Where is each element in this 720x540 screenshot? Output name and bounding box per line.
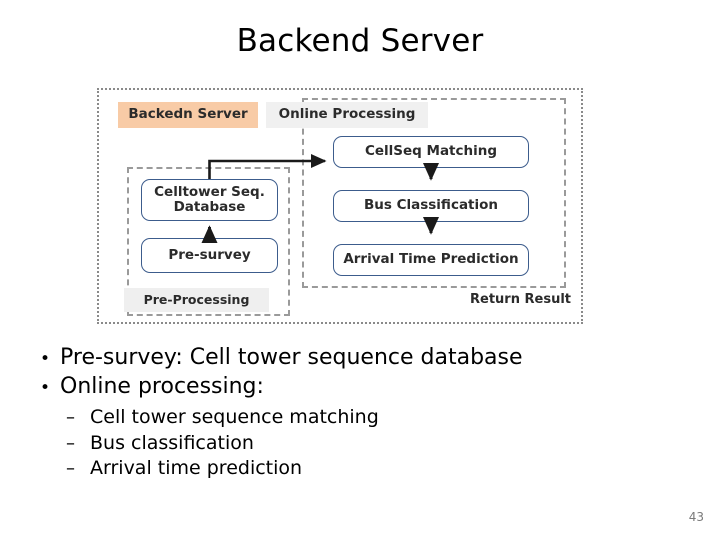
return-result-label: Return Result [470, 291, 571, 307]
db-label-line1: Celltower Seq. [154, 183, 265, 200]
online-processing-region [302, 98, 566, 288]
bullet-item-presurvey: • Pre-survey: Cell tower sequence databa… [36, 344, 676, 372]
page-title: Backend Server [236, 23, 484, 59]
arrival-time-prediction-box: Arrival Time Prediction [333, 244, 529, 276]
sub-bullet-list: – Cell tower sequence matching – Bus cla… [36, 405, 676, 481]
pre-processing-label: Pre-Processing [124, 288, 269, 312]
sub-bullet-item-prediction: – Arrival time prediction [36, 456, 676, 481]
bullet-marker: • [40, 378, 51, 399]
sub-bullet-item-matching: – Cell tower sequence matching [36, 405, 676, 430]
cellseq-matching-box: CellSeq Matching [333, 136, 529, 168]
pre-survey-box: Pre-survey [141, 238, 278, 273]
sub-bullet-text: Cell tower sequence matching [90, 406, 379, 429]
sub-bullet-text: Arrival time prediction [90, 456, 303, 479]
bullet-list: • Pre-survey: Cell tower sequence databa… [36, 344, 676, 481]
bullet-text: Pre-survey: Cell tower sequence database [60, 345, 523, 370]
bullet-marker: • [40, 349, 51, 369]
architecture-diagram: Backedn Server Online Processing Pre-Pro… [97, 88, 583, 324]
sub-bullet-item-classification: – Bus classification [36, 431, 676, 456]
bullet-text: Online processing: [60, 374, 264, 400]
online-processing-label: Online Processing [266, 102, 428, 128]
sub-bullet-text: Bus classification [90, 431, 254, 454]
bullet-item-online-processing: • Online processing: [36, 373, 676, 401]
sub-bullet-marker: – [66, 407, 75, 429]
sub-bullet-marker: – [66, 457, 75, 479]
bus-classification-box: Bus Classification [333, 190, 529, 222]
backend-server-label: Backedn Server [118, 102, 258, 128]
db-label-line2: Database [173, 199, 246, 215]
celltower-sequence-database-box: Celltower Seq. Database [141, 179, 278, 221]
sub-bullet-marker: – [66, 432, 75, 454]
page-number: 43 [688, 510, 704, 524]
